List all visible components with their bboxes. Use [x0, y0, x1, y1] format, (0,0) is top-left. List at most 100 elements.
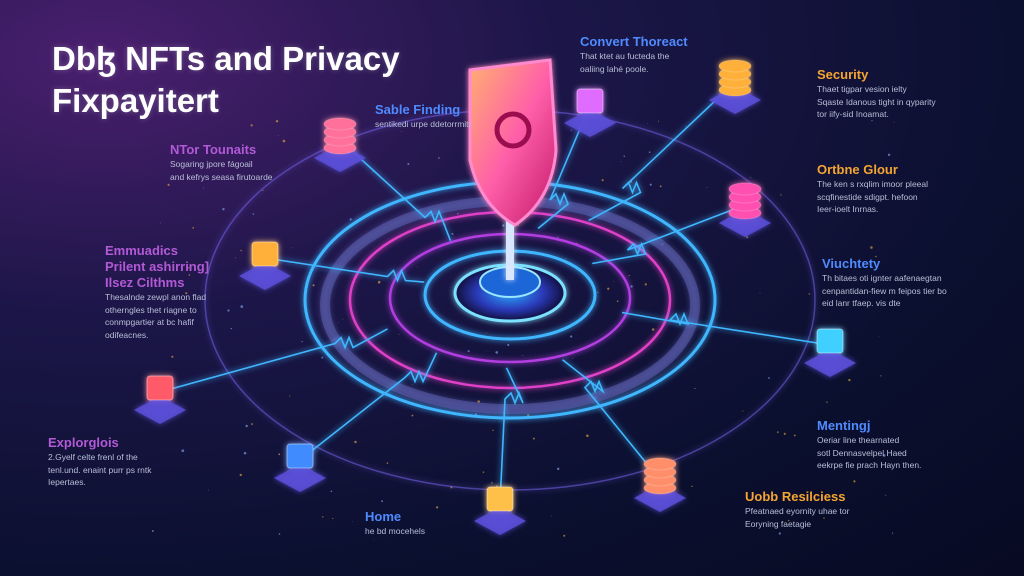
star-particle [706, 186, 708, 188]
star-particle [243, 451, 247, 455]
label-heading: Sable Finding [375, 102, 461, 117]
star-particle [342, 318, 344, 320]
star-particle [203, 187, 205, 189]
label-heading: Mentingj [817, 418, 871, 433]
star-particle [312, 284, 315, 287]
star-particle [787, 519, 790, 522]
star-particle [477, 400, 481, 403]
star-particle [694, 387, 696, 390]
label-description: Oeriar line thearnated [817, 435, 900, 445]
star-particle [565, 258, 567, 260]
star-particle [239, 473, 242, 477]
label-heading: Prilent ashirring] [105, 259, 210, 274]
connection-line [339, 139, 452, 242]
star-particle [597, 291, 599, 294]
star-particle [451, 238, 453, 240]
star-particle [649, 183, 652, 186]
star-particle [322, 516, 324, 518]
star-particle [607, 287, 610, 290]
star-particle [495, 351, 499, 354]
star-particle [240, 305, 244, 308]
star-particle [411, 414, 414, 417]
star-particle [208, 489, 210, 491]
connection-line [499, 367, 524, 504]
star-particle [252, 213, 255, 215]
star-particle [517, 224, 520, 227]
label-heading: NTor Tounaits [170, 142, 257, 157]
label-heading: Emmuadics [105, 243, 178, 258]
star-particle [594, 304, 596, 306]
star-particle [893, 121, 895, 123]
star-particle [628, 275, 630, 277]
coin-stack-icon [719, 182, 771, 237]
star-particle [332, 517, 334, 520]
star-particle [613, 280, 615, 282]
cube-node-icon [239, 241, 291, 290]
star-particle [776, 431, 779, 434]
star-particle [550, 515, 552, 517]
star-particle [778, 532, 781, 535]
star-particle [658, 120, 660, 122]
star-particle [192, 227, 194, 229]
star-particle [277, 135, 279, 137]
star-particle [262, 189, 264, 191]
star-particle [222, 207, 225, 211]
cube-node-icon [564, 88, 616, 137]
label-description: oaliing lahé poole. [580, 63, 649, 74]
connection-line [159, 328, 388, 393]
star-particle [411, 384, 413, 386]
star-particle [289, 395, 291, 397]
label-description: Th bitaes oti ignter aafenaegtan [822, 273, 942, 283]
label-description: conmpgartier at bc hafif [105, 317, 194, 327]
star-particle [746, 236, 749, 239]
coin-stack-icon [314, 117, 366, 172]
star-particle [532, 437, 535, 440]
label-description: tor iify-sid Inoamat. [817, 109, 889, 119]
star-particle [301, 340, 303, 343]
star-particle [198, 268, 200, 270]
cube-node-icon [134, 375, 186, 424]
star-particle [759, 292, 761, 294]
connection-line [588, 81, 736, 222]
label-description: Iepertaes. [48, 477, 86, 487]
connection-line [621, 311, 831, 346]
connection-line [562, 359, 661, 481]
star-particle [486, 350, 488, 352]
star-particle [171, 355, 174, 358]
star-particle [891, 532, 894, 534]
star-particle [354, 440, 357, 444]
star-particle [230, 327, 233, 330]
connection-lines [159, 81, 831, 504]
star-particle [691, 485, 693, 487]
star-particle [507, 343, 510, 346]
star-particle [570, 129, 573, 131]
star-particle [167, 183, 170, 186]
label-description: The ken s rxqlim imoor pleeal [817, 179, 929, 189]
star-particle [492, 429, 494, 431]
star-particle [887, 153, 891, 157]
star-particle [235, 257, 237, 259]
star-particle [880, 375, 882, 377]
star-particle [352, 521, 354, 523]
star-particle [684, 125, 686, 127]
star-particle [349, 218, 352, 221]
star-particle [502, 224, 505, 227]
label-description: Sqaste Idanous tight in qyparity [817, 96, 936, 107]
star-particle [338, 322, 339, 324]
star-particle [482, 471, 485, 473]
star-particle [651, 328, 655, 331]
star-particle [870, 246, 873, 249]
star-particle [563, 534, 566, 537]
star-particle [793, 434, 796, 437]
star-particle [556, 467, 560, 471]
label-description: Pfeatnaed eyornity uhae tor [745, 506, 850, 516]
star-particle [151, 529, 154, 532]
star-particle [291, 247, 292, 249]
star-particle [211, 179, 213, 181]
